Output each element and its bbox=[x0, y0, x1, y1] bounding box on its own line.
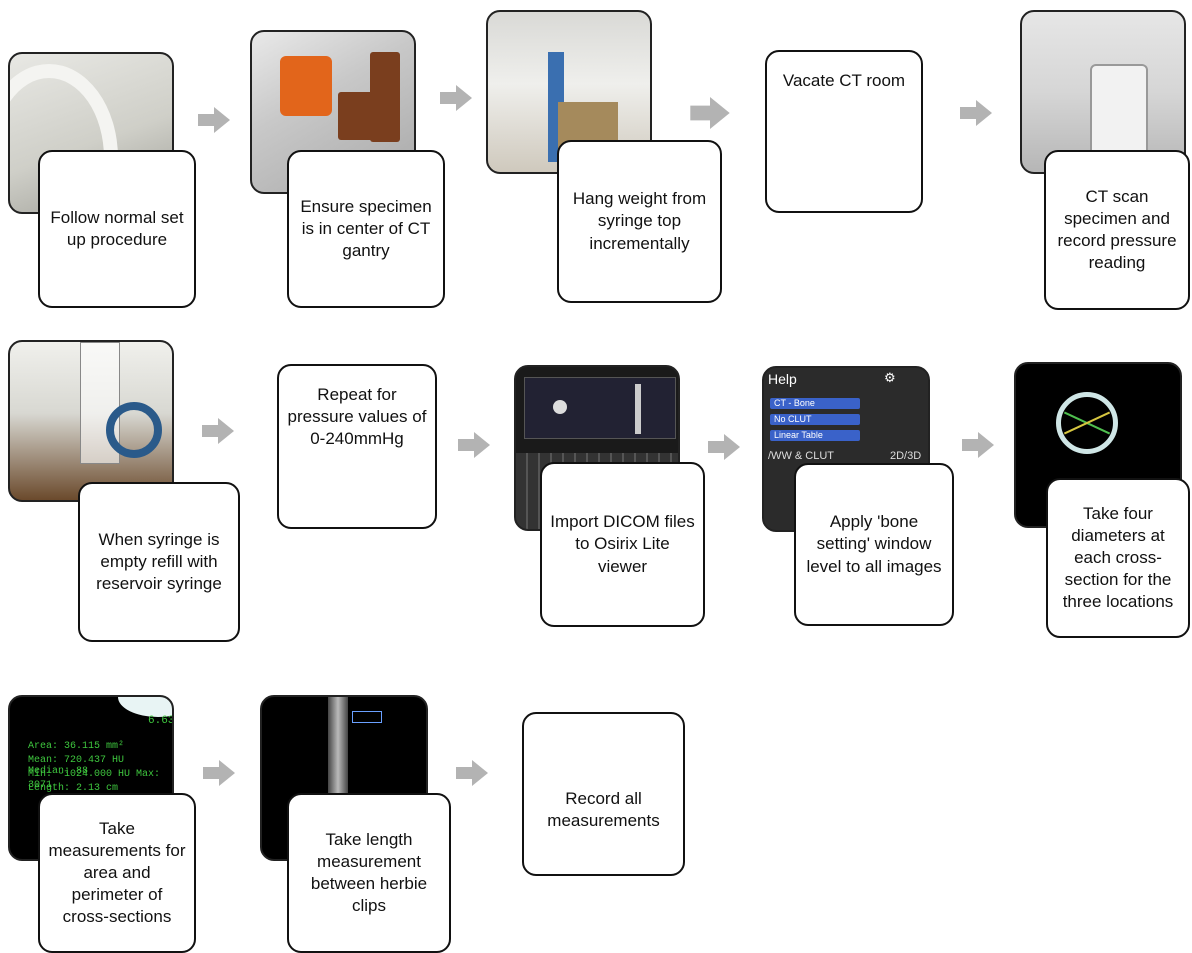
measure-length: Length: 2.13 cm bbox=[28, 783, 119, 794]
wrench-icon: ⚙ bbox=[884, 370, 896, 385]
step-weight-card: Hang weight from syringe top incremental… bbox=[557, 140, 722, 303]
arrow-9 bbox=[203, 760, 235, 786]
measure-area: Area: 36.115 mm² bbox=[28, 741, 125, 752]
clut-select-bone: CT - Bone bbox=[770, 398, 860, 409]
step-import-label: Import DICOM files to Osirix Lite viewer bbox=[550, 512, 695, 576]
arrow-1 bbox=[198, 107, 230, 133]
arrow-3 bbox=[690, 97, 730, 129]
step-refill-card: When syringe is empty refill with reserv… bbox=[78, 482, 240, 642]
step-repeat-label: Repeat for pressure values of 0-240mmHg bbox=[287, 385, 427, 449]
syringe-photo bbox=[8, 340, 174, 502]
step-setup-card: Follow normal set up procedure bbox=[38, 150, 196, 308]
clut-select-none: No CLUT bbox=[770, 414, 860, 425]
specimen-clamp-photo bbox=[250, 30, 416, 194]
arrow-6 bbox=[458, 432, 490, 458]
arrow-7 bbox=[708, 434, 740, 460]
step-diameters-label: Take four diameters at each cross-sectio… bbox=[1062, 503, 1174, 612]
step-diameters-card: Take four diameters at each cross-sectio… bbox=[1046, 478, 1190, 638]
step-scan-card: CT scan specimen and record pressure rea… bbox=[1044, 150, 1190, 310]
ww-clut-label: /WW & CLUT bbox=[768, 450, 834, 462]
view-mode-label: 2D/3D bbox=[890, 450, 922, 462]
osirix-help-menu: Help bbox=[768, 371, 797, 387]
step-center-card: Ensure specimen is in center of CT gantr… bbox=[287, 150, 445, 308]
step-length-label: Take length measurement between herbie c… bbox=[310, 829, 428, 916]
arrow-10 bbox=[456, 760, 488, 786]
step-record-card: Record all measurements bbox=[522, 712, 685, 876]
step-window-label: Apply 'bone setting' window level to all… bbox=[806, 512, 942, 576]
step-refill-label: When syringe is empty refill with reserv… bbox=[96, 529, 222, 594]
measure-mean: Mean: 720.437 HU Median: 88 bbox=[28, 755, 125, 777]
measure-min: Min: -1024.000 HU Max: 3071 bbox=[28, 769, 161, 791]
step-scan-label: CT scan specimen and record pressure rea… bbox=[1057, 186, 1177, 273]
arrow-2 bbox=[440, 85, 472, 111]
step-record-label: Record all measurements bbox=[547, 789, 660, 831]
step-repeat-card: Repeat for pressure values of 0-240mmHg bbox=[277, 364, 437, 529]
step-vacate-card: Vacate CT room bbox=[765, 50, 923, 213]
step-area-card: Take measurements for area and perimeter… bbox=[38, 793, 196, 953]
arrow-4 bbox=[960, 100, 992, 126]
arrow-8 bbox=[962, 432, 994, 458]
step-weight-label: Hang weight from syringe top incremental… bbox=[572, 189, 707, 253]
measure-value: 6.63 bbox=[148, 715, 174, 727]
step-center-label: Ensure specimen is in center of CT gantr… bbox=[300, 196, 432, 261]
step-length-card: Take length measurement between herbie c… bbox=[287, 793, 451, 953]
clut-select-linear: Linear Table bbox=[770, 430, 860, 441]
arrow-5 bbox=[202, 418, 234, 444]
pressure-gauge-photo bbox=[1020, 10, 1186, 174]
step-vacate-label: Vacate CT room bbox=[782, 71, 906, 90]
step-setup-label: Follow normal set up procedure bbox=[50, 207, 184, 249]
step-area-label: Take measurements for area and perimeter… bbox=[48, 818, 186, 927]
step-import-card: Import DICOM files to Osirix Lite viewer bbox=[540, 462, 705, 627]
step-window-card: Apply 'bone setting' window level to all… bbox=[794, 463, 954, 626]
